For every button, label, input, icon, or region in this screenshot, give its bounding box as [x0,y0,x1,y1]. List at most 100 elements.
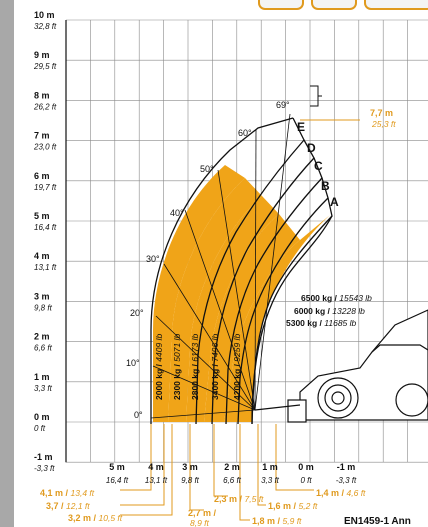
y-tick-m-label: 0 m [34,412,50,422]
top-tab-button-2[interactable] [311,0,357,10]
y-tick-m-label: 9 m [34,50,50,60]
ray-69 [254,113,291,411]
angle-label: 30° [146,254,160,264]
top-tab-button-1[interactable] [258,0,304,10]
x-tick-ft-label: 6,6 ft [223,476,242,485]
max-height-m-label: 7,7 m [370,108,393,118]
band-2000 [153,165,245,422]
zone-label-b: B [321,179,330,193]
angle-rays [150,113,291,419]
capacity-label: 6500 kg / 15543 lb [301,293,372,303]
reach-label: 3,7 / 12,1 ft [46,501,90,511]
zone-label-e: E [297,120,305,134]
reach-label: 2,7 m / [188,508,217,518]
y-tick-ft-label: -3,3 ft [34,464,55,473]
ray-50 [217,169,256,411]
curve-c [225,157,323,425]
angle-label: 40° [170,208,184,218]
x-tick-ft-label: 16,4 ft [106,476,129,485]
norm-label: EN1459-1 Ann [344,516,411,527]
curve-e [195,117,305,425]
curve-b [237,177,329,425]
curve-d [211,139,315,425]
y-tick-m-label: 10 m [34,10,55,20]
reach-label: 3,2 m / 10,5 ft [68,513,123,523]
x-tick-ft-label: 9,8 ft [181,476,200,485]
zone-label-d: D [307,141,316,155]
reach-label: 2,3 m / 7,5 ft [214,494,264,504]
y-tick-m-label: 6 m [34,171,50,181]
leader-1-6 [257,424,266,506]
band-capacity-label: 2800 kg / 6173 lb [190,334,200,400]
fork-hook-icon [310,85,322,107]
telehandler-icon [254,309,428,423]
reach-label: 1,4 m / 4,6 ft [316,488,366,498]
x-tick-m-label: 2 m [224,462,240,472]
ray-30 [163,263,256,411]
leader-1-4 [275,424,314,491]
y-tick-ft-label: 0 ft [34,424,46,433]
y-tick-m-label: 8 m [34,90,50,100]
y-tick-ft-label: 19,7 ft [34,183,57,192]
angle-label: 20° [130,308,144,318]
angle-label: 50° [200,164,214,174]
envelope-inner [251,215,333,425]
angle-label: 10° [126,358,140,368]
y-tick-m-label: 4 m [34,251,50,261]
reach-label: 4,1 m / 13,4 ft [40,488,95,498]
chart-labels: 10 m32,8 ft9 m29,5 ft8 m26,2 ft7 m23,0 f… [33,10,411,527]
x-tick-ft-label: 3,3 ft [261,476,280,485]
angle-label: 0° [134,410,143,420]
band-4200 [224,215,330,422]
angle-label: 60° [238,128,252,138]
capacity-label: 5300 kg / 11685 lb [286,318,357,328]
leader-1-8 [239,424,250,521]
envelope-outer [150,117,294,424]
y-tick-ft-label: 32,8 ft [34,22,57,31]
leader-2-3 [213,424,228,497]
reach-ft-label: 8,9 ft [190,518,210,527]
y-tick-ft-label: 16,4 ft [34,223,57,232]
y-tick-m-label: -1 m [34,452,53,462]
y-tick-m-label: 7 m [34,131,50,141]
max-height-ft-label: 25,3 ft [371,119,396,129]
y-tick-m-label: 2 m [34,332,50,342]
y-tick-ft-label: 9,8 ft [34,303,53,312]
band-2800 [186,196,279,422]
ray-60 [254,129,257,411]
x-tick-ft-label: 13,1 ft [145,476,168,485]
band-capacity-label: 3400 kg / 7496 lb [210,334,220,400]
ray-40 [184,209,256,411]
ray-0 [150,409,256,419]
y-tick-m-label: 5 m [34,211,50,221]
zone-label-a: A [330,195,339,209]
y-tick-ft-label: 13,1 ft [34,263,57,272]
top-tab-button-3[interactable] [364,0,428,10]
band-capacity-label: 2000 kg / 4409 lb [154,334,164,400]
ray-20 [155,315,256,411]
leader-3-2 [120,424,173,516]
band-capacity-label: 2300 kg / 5071 lb [172,334,182,400]
x-tick-ft-label: -3,3 ft [336,476,357,485]
dimension-lines [120,119,360,521]
y-tick-ft-label: 26,2 ft [33,102,57,111]
capacity-label: 6000 kg / 13228 lb [294,306,365,316]
zone-label-c: C [314,159,323,173]
x-tick-m-label: -1 m [337,462,356,472]
reach-label: 1,8 m / 5,9 ft [252,516,302,526]
y-tick-ft-label: 23,0 ft [33,143,57,152]
x-tick-m-label: 0 m [298,462,314,472]
left-scroll-strip [0,0,14,527]
x-tick-ft-label: 0 ft [300,476,312,485]
band-capacity-label: 4200 kg / 9259 lb [232,334,242,400]
leader-3-7 [120,424,165,506]
x-tick-m-label: 5 m [109,462,125,472]
leader-4-1 [120,424,152,491]
leader-2-7 [189,424,204,511]
angle-label: 69° [276,100,290,110]
y-tick-m-label: 1 m [34,372,50,382]
y-tick-m-label: 3 m [34,291,50,301]
x-tick-m-label: 3 m [182,462,198,472]
